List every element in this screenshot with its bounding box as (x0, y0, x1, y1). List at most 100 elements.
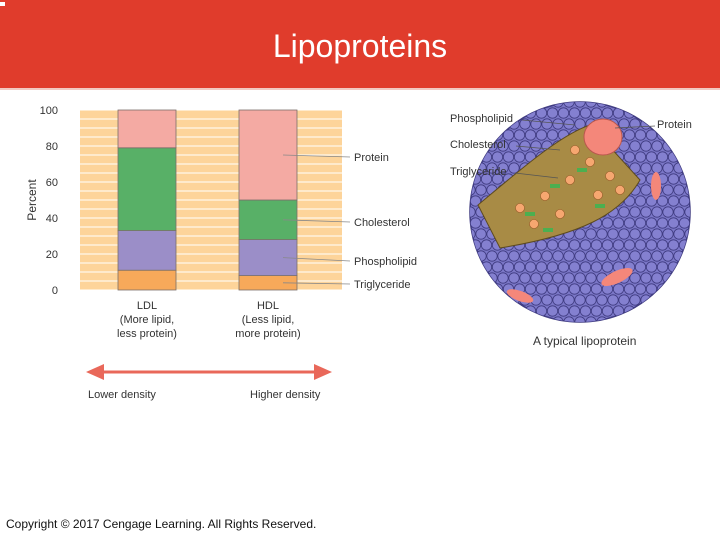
phospholipid-bead (629, 102, 641, 108)
copyright-notice: Copyright © 2017 Cengage Learning. All R… (6, 517, 317, 531)
phospholipid-bead (470, 206, 476, 218)
phospholipid-bead (470, 294, 476, 306)
diagram-label: Cholesterol (450, 139, 506, 151)
phospholipid-bead (470, 316, 476, 322)
category-note: (More lipid, (120, 314, 174, 326)
series-label: Triglyceride (354, 279, 410, 291)
bar-segment (117, 109, 177, 149)
phospholipid-bead (480, 305, 493, 317)
phospholipid-bead (557, 261, 570, 273)
phospholipid-bead (623, 217, 636, 229)
triglyceride-droplet (529, 219, 539, 229)
phospholipid-bead (530, 250, 542, 262)
triglyceride-droplet (570, 145, 580, 155)
phospholipid-bead (629, 206, 641, 218)
phospholipid-bead (590, 283, 603, 295)
phospholipid-bead (585, 102, 597, 108)
phospholipid-bead (689, 283, 690, 295)
phospholipid-bead (574, 102, 586, 108)
phospholipid-bead (530, 140, 542, 152)
phospholipid-bead (470, 283, 482, 295)
phospholipid-bead (673, 102, 685, 108)
phospholipid-bead (640, 272, 652, 284)
phospholipid-bead (640, 294, 652, 306)
phospholipid-bead (645, 151, 658, 163)
phospholipid-bead (640, 250, 652, 262)
density-arrow-right-head (314, 364, 332, 380)
phospholipid-bead (623, 239, 636, 251)
phospholipid-bead (590, 239, 603, 251)
phospholipid-bead (535, 239, 548, 251)
phospholipid-bead (656, 195, 669, 207)
page-title: Lipoproteins (272, 28, 448, 64)
phospholipid-bead (491, 261, 504, 273)
phospholipid-bead (623, 195, 636, 207)
phospholipid-bead (568, 107, 581, 119)
phospholipid-bead (579, 239, 592, 251)
phospholipid-bead (519, 250, 531, 262)
category-label: LDL (137, 300, 157, 312)
phospholipid-bead (634, 195, 647, 207)
phospholipid-bead (535, 283, 548, 295)
phospholipid-bead (563, 102, 575, 108)
triglyceride-droplet (585, 157, 595, 167)
phospholipid-bead (623, 151, 636, 163)
phospholipid-bead (535, 129, 548, 141)
phospholipid-bead (574, 272, 586, 284)
phospholipid-bead (684, 272, 690, 284)
phospholipid-bead (585, 272, 597, 284)
phospholipid-bead (662, 294, 674, 306)
phospholipid-bead (662, 228, 674, 240)
density-arrow-left-head (86, 364, 104, 380)
phospholipid-bead (470, 217, 482, 229)
phospholipid-bead (513, 129, 526, 141)
phospholipid-bead (629, 294, 641, 306)
phospholipid-bead (502, 261, 515, 273)
phospholipid-bead (601, 261, 614, 273)
phospholipid-bead (579, 261, 592, 273)
phospholipid-bead (519, 118, 531, 130)
phospholipid-bead (623, 283, 636, 295)
cholesterol-molecule (577, 168, 587, 172)
phospholipid-bead (662, 272, 674, 284)
phospholipid-bead (541, 294, 553, 306)
phospholipid-bead (497, 272, 509, 284)
phospholipid-bead (662, 102, 674, 108)
phospholipid-bead (667, 107, 680, 119)
phospholipid-bead (535, 305, 548, 317)
phospholipid-bead (684, 250, 690, 262)
phospholipid-bead (640, 184, 652, 196)
phospholipid-bead (662, 250, 674, 262)
phospholipid-bead (590, 261, 603, 273)
phospholipid-bead (585, 250, 597, 262)
phospholipid-bead (673, 228, 685, 240)
phospholipid-bead (475, 102, 487, 108)
bar-segment (117, 230, 177, 271)
phospholipid-bead (480, 239, 493, 251)
phospholipid-bead (651, 162, 663, 174)
phospholipid-bead (634, 129, 647, 141)
phospholipid-bead (678, 195, 690, 207)
y-tick-label: 20 (46, 249, 58, 261)
cholesterol-molecule (525, 212, 535, 216)
phospholipid-bead (684, 294, 690, 306)
phospholipid-bead (513, 151, 526, 163)
phospholipid-bead (618, 228, 630, 240)
phospholipid-bead (651, 250, 663, 262)
banner-divider (0, 88, 720, 90)
phospholipid-bead (470, 184, 476, 196)
phospholipid-bead (662, 184, 674, 196)
phospholipid-bead (568, 305, 581, 317)
phospholipid-bead (568, 283, 581, 295)
phospholipid-bead (612, 217, 625, 229)
phospholipid-bead (486, 316, 498, 322)
phospholipid-bead (678, 217, 690, 229)
phospholipid-bead (508, 162, 520, 174)
phospholipid-bead (612, 283, 625, 295)
phospholipid-bead (618, 250, 630, 262)
y-tick-label: 0 (52, 285, 58, 297)
phospholipid-bead (502, 129, 515, 141)
phospholipid-bead (629, 140, 641, 152)
phospholipid-bead (684, 316, 690, 322)
